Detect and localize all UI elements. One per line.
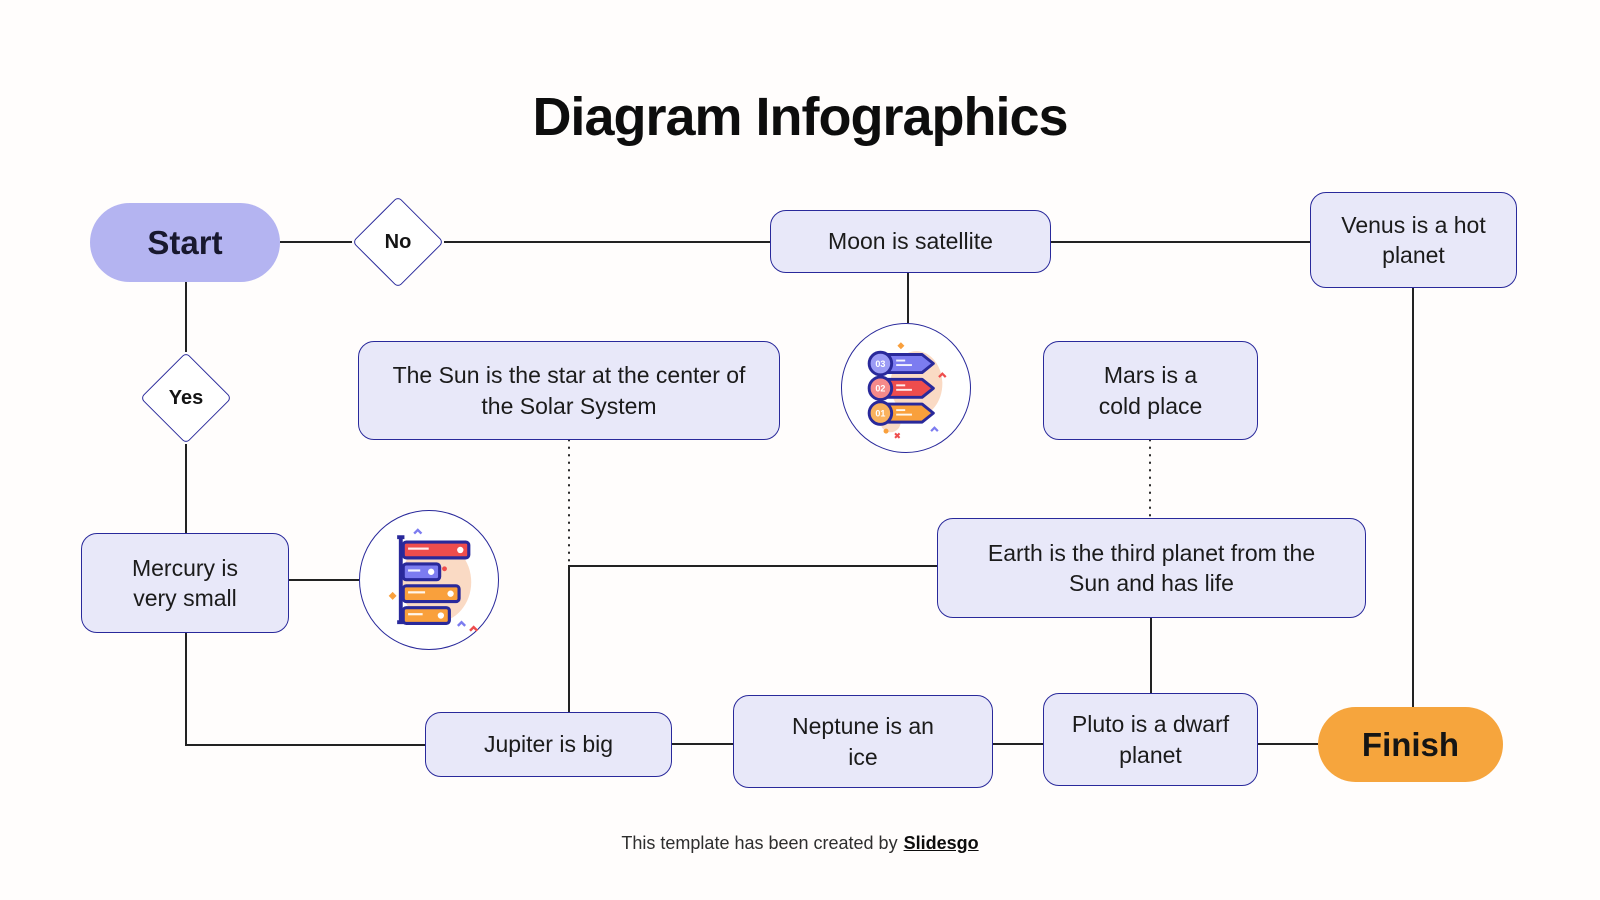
node-finish: Finish [1318,707,1503,782]
node-mercury-label: Mercury is very small [131,554,239,611]
node-no-label: No [384,230,412,253]
node-venus-label: Venus is a hot planet [1341,211,1486,268]
node-jupiter-label: Jupiter is big [483,731,614,758]
node-yes: Yes [138,350,234,446]
page-title: Diagram Infographics [532,87,1068,147]
slidesgo-link[interactable]: Slidesgo [903,833,979,853]
banner-number-03: 03 [875,359,885,369]
numbered-banners-icon: 03 02 01 [867,341,947,439]
moon-illustration-circle: 03 02 01 [841,323,971,453]
node-start: Start [90,203,280,282]
node-pluto: Pluto is a dwarf planet [1043,693,1258,786]
horizontal-bar-chart-icon [388,528,479,632]
node-mars-label: Mars is a cold place [1098,362,1203,419]
node-yes-label: Yes [168,386,204,409]
node-mars: Mars is a cold place [1043,341,1258,440]
banner-number-02: 02 [875,383,885,393]
node-moon: Moon is satellite [770,210,1051,273]
node-sun-label: The Sun is the star at the center of the… [392,362,746,419]
footer-text: This template has been created by [621,833,898,853]
node-earth: Earth is the third planet from the Sun a… [937,518,1366,618]
node-neptune-label: Neptune is an ice [792,713,934,770]
node-start-label: Start [147,223,223,261]
node-sun: The Sun is the star at the center of the… [358,341,780,440]
mercury-illustration-circle [359,510,499,650]
node-finish-label: Finish [1361,725,1460,763]
node-venus: Venus is a hot planet [1310,192,1517,288]
banner-number-01: 01 [875,408,885,418]
node-earth-label: Earth is the third planet from the Sun a… [987,539,1316,596]
node-no: No [350,194,446,290]
node-moon-label: Moon is satellite [828,228,993,255]
node-pluto-label: Pluto is a dwarf planet [1071,711,1230,768]
connector-mercury-jupiter [185,633,425,746]
node-neptune: Neptune is an ice [733,695,993,788]
node-jupiter: Jupiter is big [425,712,672,777]
node-mercury: Mercury is very small [81,533,289,633]
